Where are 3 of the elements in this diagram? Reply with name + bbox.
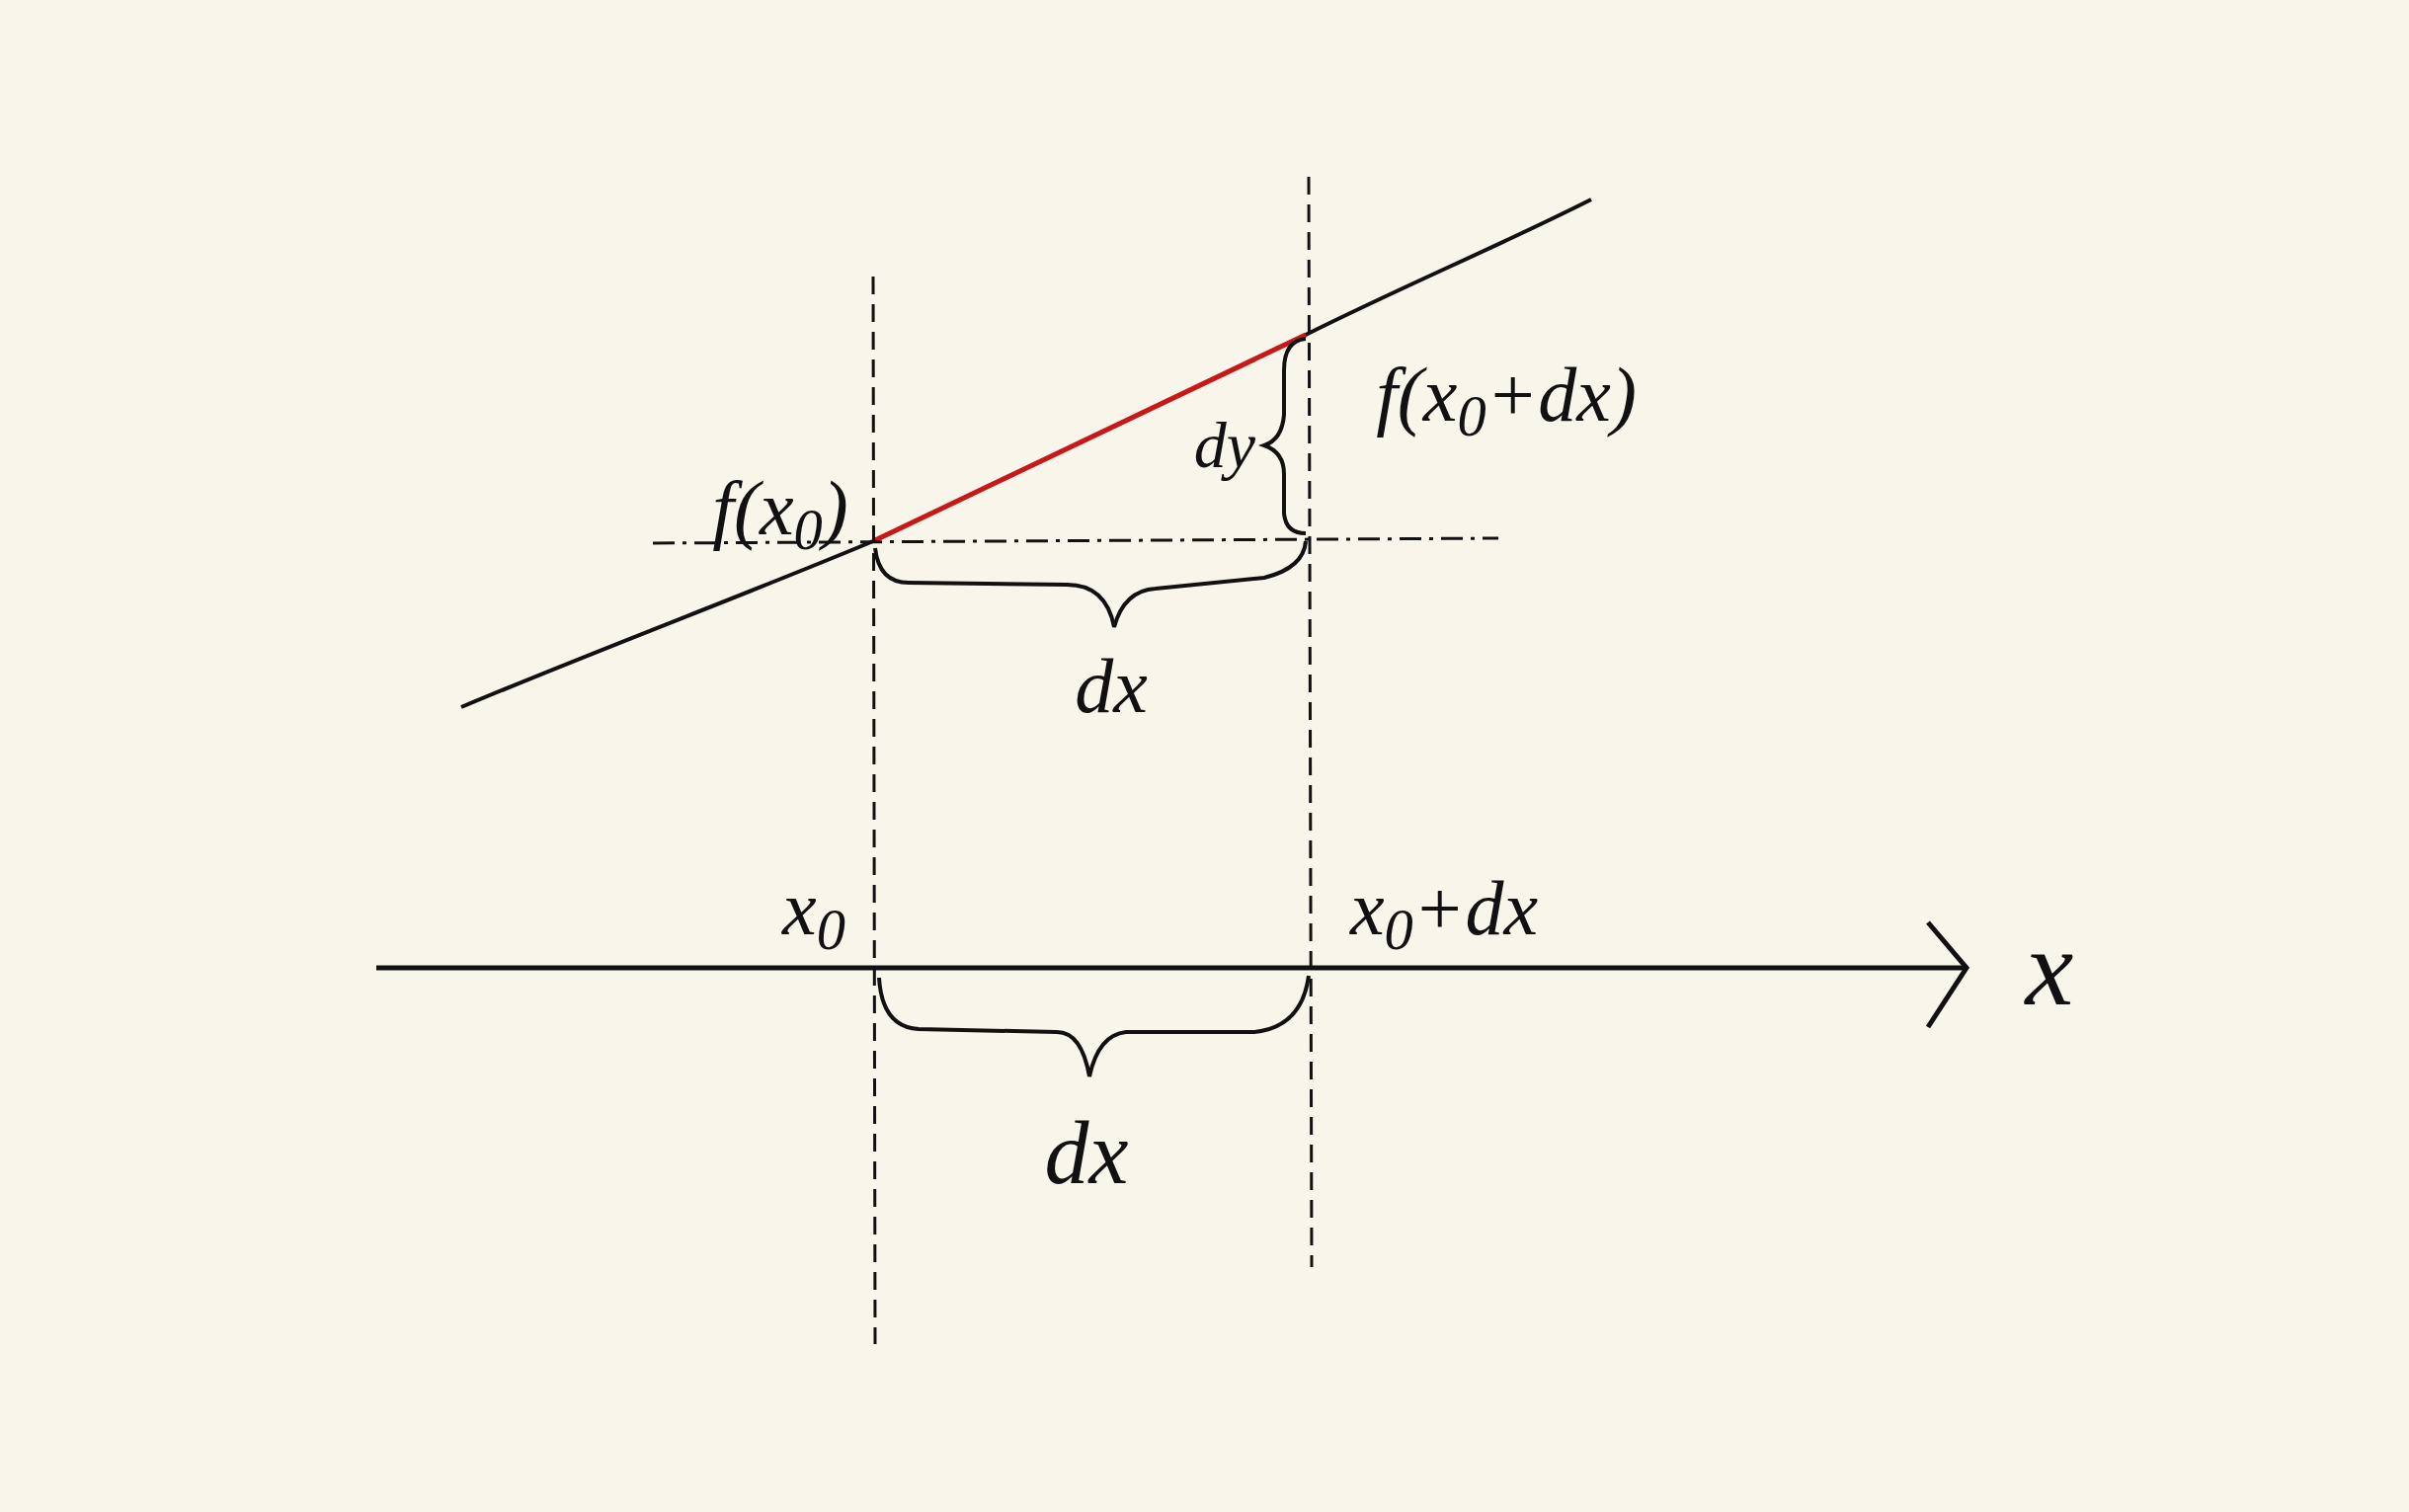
math-label: dx bbox=[1075, 648, 1148, 725]
axis-label: x bbox=[2025, 914, 2074, 1022]
math-label: dx bbox=[1044, 1109, 1129, 1198]
